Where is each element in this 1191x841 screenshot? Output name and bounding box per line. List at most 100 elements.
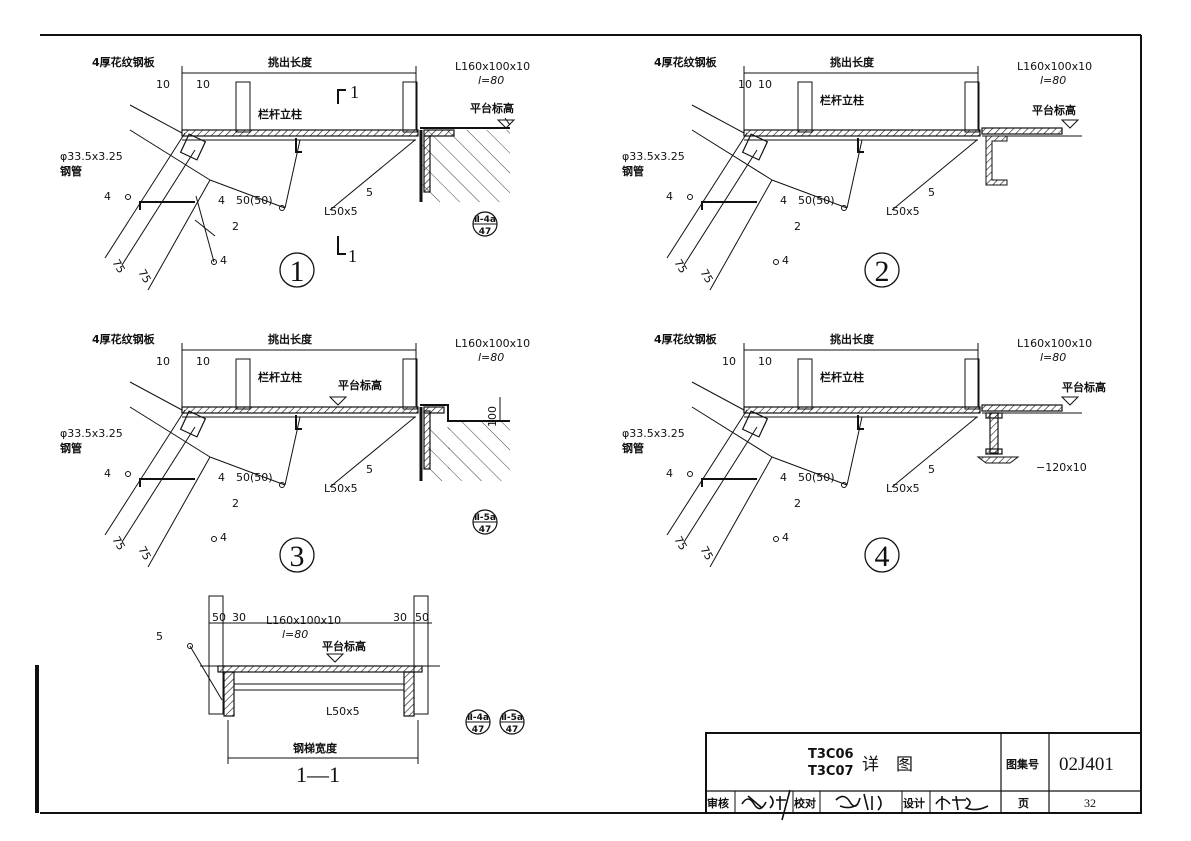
section-1-1 — [187, 595, 440, 764]
label-plate: 4厚花纹钢板 — [654, 55, 718, 69]
callout-ref-3: Ⅱ-5a 47 — [472, 509, 498, 535]
label-pipe-dim: φ33.5x3.25 — [622, 150, 685, 163]
section-mark-top: 1 — [350, 82, 359, 102]
label-weld4b: 4 — [782, 254, 789, 267]
label-weld4c: 4 — [104, 190, 111, 203]
callout-ref-1: Ⅱ-4a 47 — [472, 211, 498, 237]
atlas-number: 02J401 — [1059, 754, 1114, 775]
callout-ref-3-top: Ⅱ-5a — [474, 513, 496, 523]
label-weld5-sec: 5 — [156, 630, 163, 643]
label-plate-bottom: −120x10 — [1036, 461, 1087, 474]
label-weld4c: 4 — [666, 190, 673, 203]
label-platform-sec: 平台标高 — [322, 639, 366, 653]
label-dim75b: 75 — [135, 544, 153, 563]
label-angle-big: L160x100x10 — [455, 337, 530, 350]
label-angle-len: l=80 — [478, 74, 504, 87]
label-angle-small: L50x5 — [324, 482, 358, 495]
label-platform: 平台标高 — [1032, 103, 1076, 117]
label-weld4: 4 — [218, 194, 225, 207]
label-angle-len-sec: l=80 — [282, 628, 308, 641]
label-angle-big: L160x100x10 — [1017, 337, 1092, 350]
callout-sec-b-top: Ⅱ-5a — [501, 713, 523, 723]
callout-ref-3-bot: 47 — [479, 525, 492, 535]
label-angle-big: L160x100x10 — [1017, 60, 1092, 73]
detail-3-number: 3 — [290, 540, 305, 573]
label-dim75b: 75 — [697, 544, 715, 563]
label-weld4b: 4 — [782, 531, 789, 544]
label-dim10a: 10 — [156, 78, 170, 91]
label-weld5: 5 — [366, 463, 373, 476]
label-angle-small: L50x5 — [886, 482, 920, 495]
design-label: 设计 — [903, 796, 925, 810]
label-overhang: 挑出长度 — [268, 55, 313, 69]
detail-2-body — [666, 66, 1082, 291]
callout-ref-1-top: Ⅱ-4a — [474, 215, 496, 225]
label-weld5: 5 — [928, 463, 935, 476]
label-dim10a: 10 — [722, 355, 736, 368]
detail-1-common — [104, 66, 419, 291]
callout-ref-sec-b: Ⅱ-5a 47 — [499, 709, 525, 735]
label-angle-big: L160x100x10 — [455, 60, 530, 73]
label-angle-big-sec: L160x100x10 — [266, 614, 341, 627]
label-platform: 平台标高 — [470, 101, 514, 115]
sheet-frame — [35, 34, 1142, 814]
label-angle-len: l=80 — [1040, 351, 1066, 364]
detail-1-number: 1 — [290, 255, 305, 288]
label-dim10b: 10 — [758, 78, 772, 91]
label-angle-small-sec: L50x5 — [326, 705, 360, 718]
label-weld4b: 4 — [220, 254, 227, 267]
atlas-label: 图集号 — [1006, 757, 1039, 771]
label-weld2: 2 — [794, 220, 801, 233]
label-dim75a: 75 — [671, 534, 689, 553]
label-dim30b: 30 — [393, 611, 407, 624]
label-overhang: 挑出长度 — [830, 332, 875, 346]
title-block: T3C06 T3C07 详 图 图集号 02J401 审核 校对 设计 页 32 — [705, 732, 1142, 821]
label-stair-width: 钢梯宽度 — [293, 741, 338, 755]
label-pipe-dim: φ33.5x3.25 — [60, 150, 123, 163]
label-weld4: 4 — [780, 471, 787, 484]
section-title: 1—1 — [296, 762, 340, 787]
label-angle-len: l=80 — [478, 351, 504, 364]
label-post: 栏杆立柱 — [820, 370, 864, 384]
label-overhang: 挑出长度 — [268, 332, 313, 346]
detail-1-text: 4厚花纹钢板 挑出长度 L160x100x10 l=80 栏杆立柱 平台标高 φ… — [60, 55, 530, 288]
label-weld-len: 50(50) — [798, 194, 835, 207]
label-overhang: 挑出长度 — [830, 55, 875, 69]
label-weld4c: 4 — [666, 467, 673, 480]
signature-design — [935, 795, 989, 811]
label-pipe-dim: φ33.5x3.25 — [60, 427, 123, 440]
detail-1 — [104, 66, 516, 291]
label-angle-len: l=80 — [1040, 74, 1066, 87]
label-weld-len: 50(50) — [236, 194, 273, 207]
section-1-1-text: 50 30 30 50 L160x100x10 l=80 平台标高 L50x5 … — [156, 611, 525, 787]
title-text: 详 图 — [862, 755, 913, 774]
label-dim10a: 10 — [738, 78, 752, 91]
label-weld4: 4 — [780, 194, 787, 207]
label-pipe: 钢管 — [622, 164, 644, 178]
label-dim10a: 10 — [156, 355, 170, 368]
detail-3-text: 4厚花纹钢板 挑出长度 L160x100x10 l=80 栏杆立柱 平台标高 φ… — [60, 332, 530, 573]
label-dim30a: 30 — [232, 611, 246, 624]
label-post: 栏杆立柱 — [258, 107, 302, 121]
title-code-2: T3C07 — [808, 764, 854, 779]
label-platform: 平台标高 — [1062, 380, 1106, 394]
detail-4-number: 4 — [875, 540, 890, 573]
label-weld4c: 4 — [104, 467, 111, 480]
label-platform: 平台标高 — [338, 378, 382, 392]
review-label: 审核 — [707, 796, 729, 810]
callout-ref-sec-a: Ⅱ-4a 47 — [465, 709, 491, 735]
label-weld-len: 50(50) — [798, 471, 835, 484]
label-dim100: 100 — [486, 406, 499, 427]
title-code-1: T3C06 — [808, 747, 854, 762]
callout-sec-b-bot: 47 — [506, 725, 519, 735]
label-dim75b: 75 — [697, 267, 715, 286]
label-plate: 4厚花纹钢板 — [92, 332, 156, 346]
label-plate: 4厚花纹钢板 — [654, 332, 718, 346]
label-post: 栏杆立柱 — [258, 370, 302, 384]
label-dim10b: 10 — [758, 355, 772, 368]
signature-check — [835, 793, 882, 811]
callout-sec-a-top: Ⅱ-4a — [467, 713, 489, 723]
detail-2-text: 4厚花纹钢板 挑出长度 L160x100x10 l=80 栏杆立柱 平台标高 φ… — [622, 55, 1092, 288]
section-mark-bottom: 1 — [348, 246, 357, 266]
callout-ref-1-bot: 47 — [479, 227, 492, 237]
